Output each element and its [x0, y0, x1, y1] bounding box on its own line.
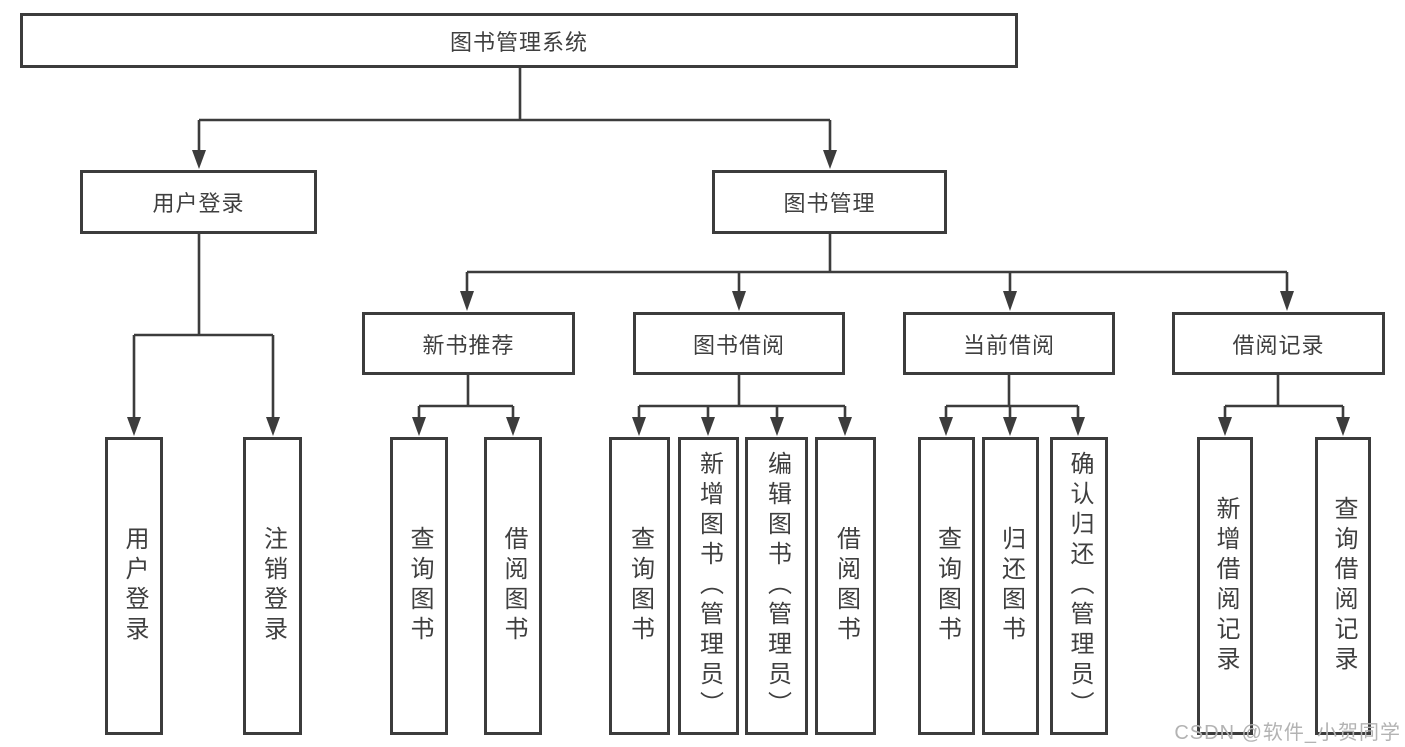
leaf-label: 编辑图书（管理员） [763, 451, 791, 721]
leaf-label: 归还图书 [997, 526, 1025, 646]
arrowhead [127, 417, 141, 436]
arrowhead [460, 291, 474, 311]
leaf-label: 确认归还（管理员） [1066, 451, 1093, 721]
node-label: 用户登录 [152, 191, 245, 216]
node-borrow-record: 借阅记录 [1172, 312, 1385, 375]
leaf-query-borrow-record: 查询借阅记录 [1315, 437, 1371, 735]
leaf-query-books-borrow: 查询图书 [609, 437, 670, 735]
leaf-label: 查询图书 [406, 526, 433, 646]
arrowhead [632, 417, 646, 436]
connector-borrow-record-to-leaves [1218, 375, 1350, 436]
node-label: 图书借阅 [692, 332, 785, 358]
connector-book-borrow-to-leaves [632, 375, 852, 436]
arrowhead [506, 417, 520, 436]
leaf-return-books: 归还图书 [982, 437, 1039, 735]
leaf-label: 用户登录 [121, 526, 148, 646]
node-label: 新书推荐 [422, 332, 515, 358]
arrowhead [1071, 417, 1085, 436]
connector-line [465, 234, 1289, 293]
leaf-edit-books-admin: 编辑图书（管理员） [745, 437, 808, 735]
leaf-label: 借阅图书 [500, 526, 527, 646]
connector-new-book-to-leaves [412, 375, 520, 436]
node-book-management: 图书管理 [712, 170, 947, 234]
arrowhead [1280, 291, 1294, 311]
connector-user-login-to-leaves [127, 234, 280, 436]
node-label: 图书管理系统 [449, 29, 588, 55]
leaf-query-books-current: 查询图书 [918, 437, 975, 735]
connector-line [417, 375, 515, 420]
leaf-label: 注销登录 [259, 526, 287, 646]
leaf-confirm-return-admin: 确认归还（管理员） [1050, 437, 1108, 735]
connector-line [637, 375, 847, 420]
leaf-borrow-books-newrec: 借阅图书 [484, 437, 542, 735]
connector-root-to-level2 [192, 68, 837, 169]
leaf-logout: 注销登录 [243, 437, 302, 735]
arrowhead [838, 417, 852, 436]
leaf-query-books-newrec: 查询图书 [390, 437, 448, 735]
arrowhead [732, 291, 746, 311]
arrowhead [412, 417, 426, 436]
arrowhead [1336, 417, 1350, 436]
leaf-label: 查询图书 [933, 526, 961, 646]
connector-line [944, 375, 1080, 420]
csdn-watermark: CSDN @软件_小贺同学 [1174, 722, 1401, 744]
leaf-user-login: 用户登录 [105, 437, 163, 735]
leaf-label: 新增图书（管理员） [695, 451, 723, 721]
connector-line [197, 68, 832, 152]
arrowhead [192, 150, 206, 169]
node-new-book-recommend: 新书推荐 [362, 312, 575, 375]
node-label: 借阅记录 [1232, 332, 1325, 358]
connector-book-mgmt-to-level3 [460, 234, 1294, 311]
node-library-system-root: 图书管理系统 [20, 13, 1018, 68]
leaf-borrow-books-borrow: 借阅图书 [815, 437, 876, 735]
arrowhead [1218, 417, 1232, 436]
node-user-login: 用户登录 [80, 170, 317, 234]
node-label: 图书管理 [783, 191, 876, 216]
node-label: 当前借阅 [962, 332, 1055, 358]
node-book-borrow: 图书借阅 [633, 312, 845, 375]
arrowhead [939, 417, 953, 436]
connector-line [1223, 375, 1345, 420]
arrowhead [266, 417, 280, 436]
arrowhead [701, 417, 715, 436]
leaf-label: 查询借阅记录 [1330, 496, 1357, 676]
connector-line [132, 234, 275, 420]
leaf-add-borrow-record: 新增借阅记录 [1197, 437, 1253, 735]
leaf-add-books-admin: 新增图书（管理员） [678, 437, 739, 735]
node-current-borrow: 当前借阅 [903, 312, 1115, 375]
arrowhead [770, 417, 784, 436]
connector-current-borrow-to-leaves [939, 375, 1085, 436]
arrowhead [1003, 291, 1017, 311]
leaf-label: 查询图书 [626, 526, 654, 646]
arrowhead [1003, 417, 1017, 436]
leaf-label: 新增借阅记录 [1212, 496, 1239, 676]
arrowhead [823, 150, 837, 169]
leaf-label: 借阅图书 [832, 526, 860, 646]
